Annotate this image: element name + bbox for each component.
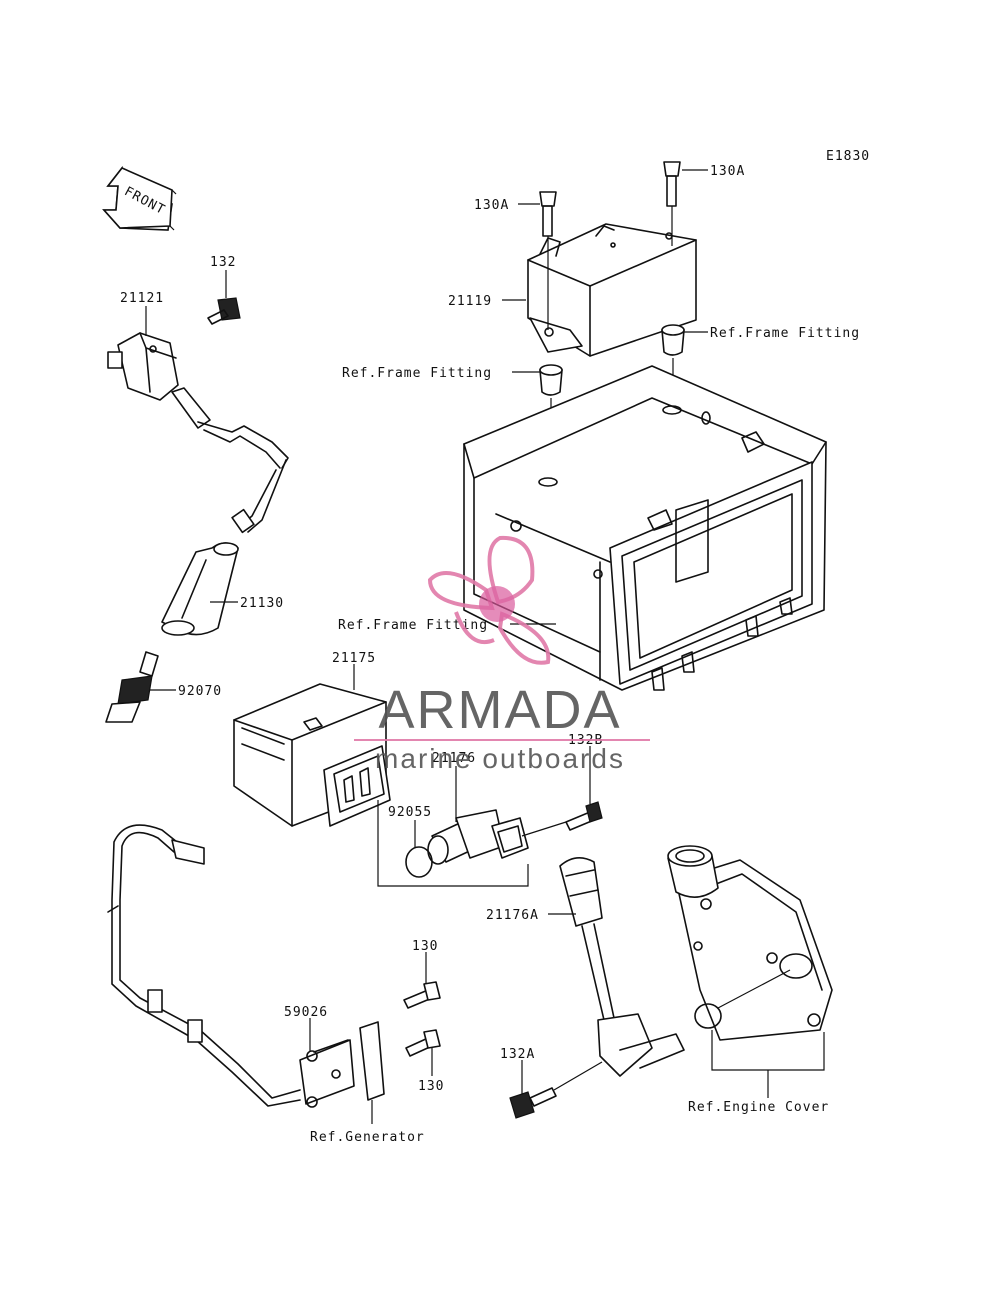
sensor-21176 bbox=[427, 809, 529, 865]
bolt-130-bottom bbox=[405, 1029, 441, 1057]
label-59026: 59026 bbox=[284, 1005, 328, 1020]
armada-watermark: ARMADA marine outboards bbox=[354, 535, 650, 774]
o-ring-engine-cover bbox=[694, 1003, 722, 1029]
label-ref-generator: Ref.Generator bbox=[310, 1130, 425, 1145]
propeller-logo bbox=[427, 535, 551, 665]
grommet-left bbox=[539, 364, 563, 396]
sensor-21176A bbox=[559, 857, 685, 1077]
o-ring-92055 bbox=[405, 846, 433, 878]
watermark-tagline: marine outboards bbox=[375, 743, 625, 774]
label-21119: 21119 bbox=[448, 294, 492, 309]
label-130-bottom: 130 bbox=[418, 1079, 444, 1094]
label-130A-right: 130A bbox=[710, 164, 745, 179]
bolt-130-top bbox=[403, 981, 441, 1009]
label-92070: 92070 bbox=[178, 684, 222, 699]
label-21176: 21176 bbox=[432, 751, 476, 766]
label-132: 132 bbox=[210, 255, 236, 270]
label-132A: 132A bbox=[500, 1047, 535, 1062]
bolt-130A-left bbox=[539, 191, 557, 237]
front-arrow-icon: FRONT bbox=[102, 165, 177, 231]
label-21130: 21130 bbox=[240, 596, 284, 611]
bolt-132A bbox=[509, 1087, 557, 1119]
bolt-132B bbox=[565, 801, 603, 831]
label-ref-frame-bottom: Ref.Frame Fitting bbox=[338, 618, 488, 633]
spark-plug-92070 bbox=[105, 651, 159, 723]
label-21121: 21121 bbox=[120, 291, 164, 306]
bolt-132 bbox=[207, 297, 241, 325]
engine-cover bbox=[667, 845, 833, 1041]
pickup-harness bbox=[107, 824, 301, 1107]
label-ref-frame-right: Ref.Frame Fitting bbox=[710, 326, 860, 341]
regulator-21119 bbox=[527, 223, 697, 357]
watermark-brand: ARMADA bbox=[378, 680, 621, 740]
plug-cap-21130 bbox=[161, 542, 239, 636]
ecu-21175 bbox=[233, 683, 391, 827]
bolt-130A-right bbox=[663, 161, 681, 207]
label-21176A: 21176A bbox=[486, 908, 539, 923]
grommet-right bbox=[661, 324, 685, 356]
label-ref-engine-cover: Ref.Engine Cover bbox=[688, 1100, 829, 1115]
ignition-coil-21121 bbox=[107, 332, 289, 534]
label-130A-left: 130A bbox=[474, 198, 509, 213]
pickup-coil-59026 bbox=[299, 1021, 385, 1108]
battery-case bbox=[463, 365, 827, 691]
label-130-top: 130 bbox=[412, 939, 438, 954]
diagram-code: E1830 bbox=[826, 149, 870, 164]
label-ref-frame-left: Ref.Frame Fitting bbox=[342, 366, 492, 381]
label-92055: 92055 bbox=[388, 805, 432, 820]
label-21175: 21175 bbox=[332, 651, 376, 666]
